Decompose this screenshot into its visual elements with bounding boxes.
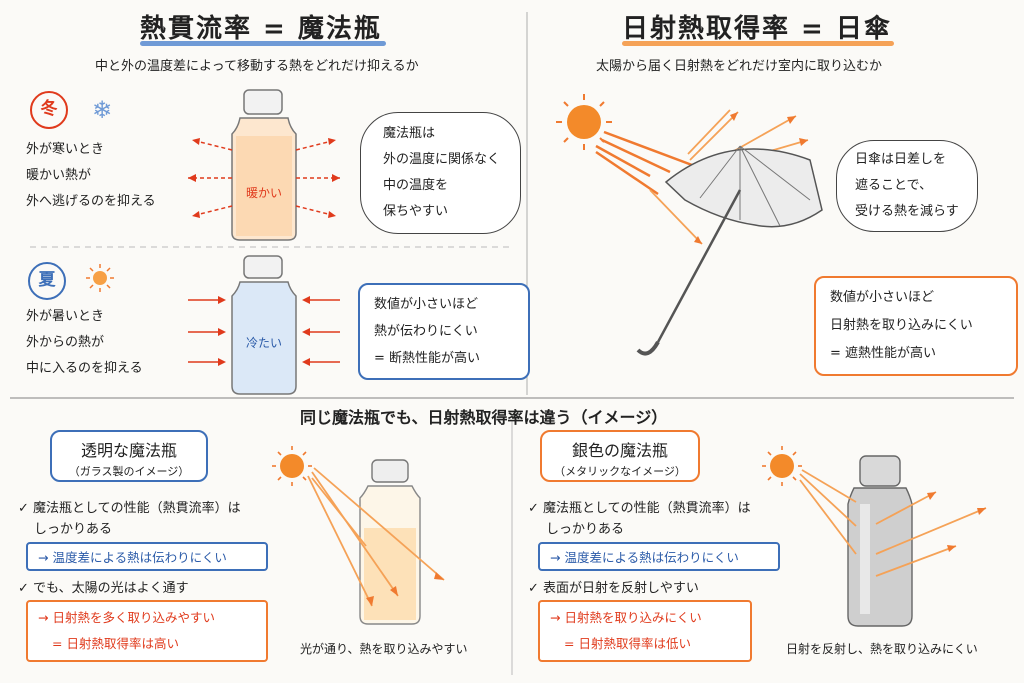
clear-row-2b: = 日射熱取得率は高い [52, 636, 179, 651]
silver-bottle-diagram [762, 446, 987, 627]
insulation-line-1: 数値が小さいほど [374, 297, 479, 312]
bubble-line-2: 外の温度に関係なく [383, 152, 501, 167]
left-subtitle: 中と外の温度差によって移動する熱をどれだけ抑えるか [95, 59, 419, 74]
check-icon: ✓ [18, 501, 34, 516]
winter-text: 外が寒いとき 暖かい熱が 外へ逃げるのを抑える [26, 137, 156, 215]
umbrella-bubble-line-2: 遮ることで、 [855, 178, 933, 193]
summer-line-2: 外からの熱が [26, 335, 105, 350]
insulation-box: 数値が小さいほど 熱が伝わりにくい = 断熱性能が高い [358, 283, 530, 380]
summer-badge: 夏 [28, 262, 66, 300]
silver-check-1: ✓ 魔法瓶としての性能（熱貫流率）は [528, 497, 751, 516]
clear-check-1: ✓ 魔法瓶としての性能（熱貫流率）は [18, 497, 241, 516]
silver-check-1b: しっかりある [546, 522, 625, 537]
silver-check-1-text: 魔法瓶としての性能（熱貫流率）は [543, 501, 751, 516]
clear-bottle-diagram [272, 446, 445, 625]
cold-bottle-label: 冷たい [246, 336, 283, 350]
clear-row-1: → 温度差による熱は伝わりにくい [26, 542, 268, 571]
check-icon: ✓ [528, 501, 544, 516]
clear-row-2a: → 日射熱を多く取り込みやすい [38, 610, 215, 625]
silver-bottle-caption: 日射を反射し、熱を取り込みにくい [786, 642, 978, 656]
left-title-underline [140, 41, 386, 46]
silver-bottle-note: （メタリックなイメージ） [554, 465, 686, 478]
clear-bottle-title: 透明な魔法瓶 [80, 441, 177, 460]
small-sun-icon [86, 264, 114, 292]
check-icon: ✓ [18, 581, 34, 596]
silver-row-2a: → 日射熱を取り込みにくい [550, 610, 702, 625]
warm-bottle-diagram [188, 89, 340, 241]
clear-row-2: → 日射熱を多く取り込みやすい = 日射熱取得率は高い [26, 600, 268, 662]
right-title-underline [622, 41, 894, 46]
summer-line-3: 中に入るのを抑える [26, 361, 143, 376]
winter-line-2: 暖かい熱が [26, 168, 92, 183]
clear-bottle-title-box: 透明な魔法瓶 （ガラス製のイメージ） [50, 430, 208, 482]
clear-bottle-note: （ガラス製のイメージ） [68, 465, 190, 478]
shading-line-1: 数値が小さいほど [830, 290, 935, 305]
winter-badge: 冬 [30, 91, 68, 129]
right-subtitle: 太陽から届く日射熱をどれだけ室内に取り込むか [596, 59, 883, 74]
bubble-line-3: 中の温度を [383, 178, 449, 193]
solar-shading-box: 数値が小さいほど 日射熱を取り込みにくい = 遮熱性能が高い [814, 276, 1018, 376]
snowflake-icon: ❄ [92, 96, 113, 124]
winter-line-1: 外が寒いとき [26, 142, 105, 157]
winter-line-3: 外へ逃げるのを抑える [26, 194, 156, 209]
cold-bottle-diagram [188, 255, 340, 395]
summer-line-1: 外が暑いとき [26, 309, 105, 324]
clear-check-1b: しっかりある [34, 522, 113, 537]
clear-check-1-text: 魔法瓶としての性能（熱貫流率）は [33, 501, 241, 516]
warm-bottle-label: 暖かい [246, 186, 283, 200]
bottom-heading: 同じ魔法瓶でも、日射熱取得率は違う（イメージ） [300, 408, 668, 427]
right-title: 日射熱取得率 = 日傘 [622, 14, 892, 44]
winter-speech-bubble: 魔法瓶は 外の温度に関係なく 中の温度を 保ちやすい [360, 112, 522, 234]
silver-check-2-text: 表面が日射を反射しやすい [543, 581, 699, 596]
insulation-line-3: = 断熱性能が高い [374, 351, 481, 366]
insulation-line-2: 熱が伝わりにくい [374, 324, 478, 339]
shading-line-2: 日射熱を取り込みにくい [830, 318, 973, 333]
silver-bottle-title: 銀色の魔法瓶 [571, 441, 668, 460]
check-icon: ✓ [528, 581, 544, 596]
bubble-line-4: 保ちやすい [383, 204, 449, 219]
summer-text: 外が暑いとき 外からの熱が 中に入るのを抑える [26, 304, 143, 382]
umbrella-bubble-line-1: 日傘は日差しを [855, 152, 947, 167]
left-title: 熱貫流率 = 魔法瓶 [140, 14, 382, 44]
umbrella-diagram [556, 94, 823, 356]
umbrella-speech-bubble: 日傘は日差しを 遮ることで、 受ける熱を減らす [836, 140, 978, 232]
silver-row-2: → 日射熱を取り込みにくい = 日射熱取得率は低い [538, 600, 752, 662]
umbrella-bubble-line-3: 受ける熱を減らす [855, 204, 959, 219]
shading-line-3: = 遮熱性能が高い [830, 346, 937, 361]
silver-row-1: → 温度差による熱は伝わりにくい [538, 542, 780, 571]
clear-check-2: ✓ でも、太陽の光はよく通す [18, 577, 189, 596]
silver-check-2: ✓ 表面が日射を反射しやすい [528, 577, 699, 596]
silver-bottle-title-box: 銀色の魔法瓶 （メタリックなイメージ） [540, 430, 700, 482]
silver-row-2b: = 日射熱取得率は低い [564, 636, 691, 651]
clear-check-2-text: でも、太陽の光はよく通す [33, 581, 189, 596]
clear-bottle-caption: 光が通り、熱を取り込みやすい [300, 642, 468, 656]
bubble-line-1: 魔法瓶は [383, 126, 436, 141]
